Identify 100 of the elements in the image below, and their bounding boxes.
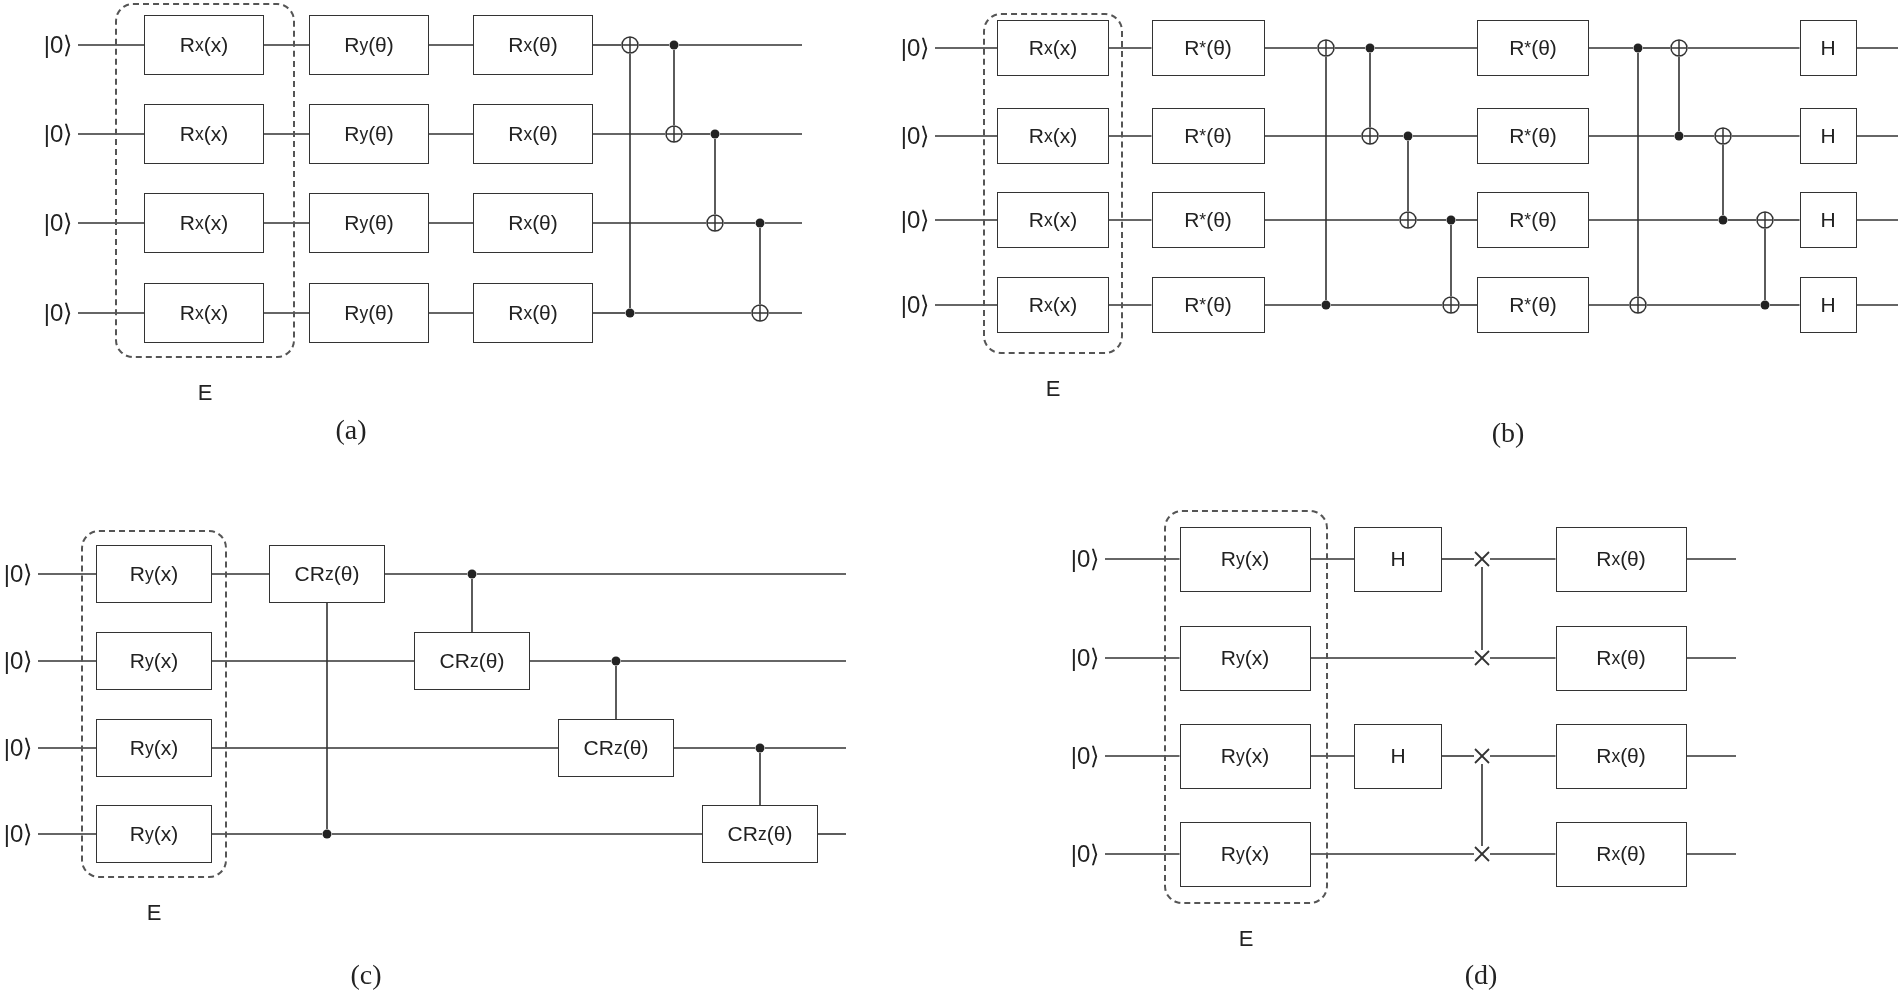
qubit-wire [37,573,97,575]
qubit-wire [77,222,145,224]
qubit-state-label: |0⟩ [1065,741,1105,771]
qubit-wire [1489,755,1557,757]
qubit-wire [817,833,847,835]
qubit-wire [1588,135,1675,137]
qubit-state-label: |0⟩ [895,290,935,320]
qubit-wire [723,222,756,224]
qubit-wire [764,747,847,749]
qubit-wire [634,312,752,314]
qubit-wire [682,133,711,135]
control-line [1481,566,1483,651]
control-line [1450,224,1452,297]
qubit-wire [1309,657,1475,659]
qubit-wire [1855,219,1899,221]
qubit-wire [934,135,998,137]
qubit-wire [1416,219,1447,221]
qubit-state-label: |0⟩ [38,119,78,149]
qubit-wire [1374,47,1478,49]
qubit-wire [1309,755,1355,757]
qubit-wire [428,312,474,314]
qubit-state-label: |0⟩ [0,646,38,676]
cnot-target-icon [1442,296,1460,314]
swap-cross-icon [1474,650,1490,666]
qubit-wire [1683,135,1715,137]
cnot-target-icon [1714,127,1732,145]
qubit-wire [719,133,803,135]
qubit-wire [1773,219,1801,221]
qubit-wire [1685,657,1737,659]
qubit-wire [1731,135,1801,137]
qubit-state-label: |0⟩ [1065,839,1105,869]
qubit-wire [1441,558,1475,560]
qubit-wire [592,222,707,224]
qubit-wire [592,312,626,314]
control-line [1678,56,1680,132]
qubit-wire [592,44,622,46]
swap-cross-icon [1474,846,1490,862]
qubit-wire [37,660,97,662]
qubit-wire [1104,657,1181,659]
qubit-wire [1108,47,1153,49]
qubit-wire [934,304,998,306]
control-line [759,752,761,806]
qubit-wire [428,133,474,135]
qubit-wire [1642,47,1671,49]
qubit-wire [1489,853,1557,855]
gate-box: H [1799,192,1857,248]
qubit-wire [211,747,559,749]
qubit-state-label: |0⟩ [1065,643,1105,673]
control-dot [755,218,765,228]
qubit-wire [934,47,998,49]
qubit-wire [678,44,803,46]
cnot-target-icon [1361,127,1379,145]
qubit-wire [768,312,803,314]
gate-box: H [1354,526,1442,592]
qubit-wire [592,133,666,135]
control-line [759,227,761,305]
control-dot [755,743,765,753]
qubit-state-label: |0⟩ [0,819,38,849]
cnot-target-icon [665,125,683,143]
qubit-wire [263,222,310,224]
qubit-state-label: |0⟩ [38,208,78,238]
qubit-wire [37,747,97,749]
control-dot [1321,300,1331,310]
control-dot [1674,131,1684,141]
control-dot [710,129,720,139]
qubit-wire [476,573,847,575]
qubit-state-label: |0⟩ [895,121,935,151]
qubit-wire [1263,47,1318,49]
qubit-wire [211,660,415,662]
control-dot [467,569,477,579]
qubit-wire [1104,853,1181,855]
gate-box: H [1354,723,1442,789]
qubit-wire [1263,135,1362,137]
qubit-wire [1855,47,1899,49]
qubit-state-label: |0⟩ [895,205,935,235]
qubit-wire [1687,47,1801,49]
qubit-state-label: |0⟩ [0,733,38,763]
qubit-wire [620,660,847,662]
cnot-target-icon [1670,39,1688,57]
qubit-wire [263,44,310,46]
control-line [1637,52,1639,297]
gate-box: H [1799,108,1857,164]
qubit-wire [331,833,703,835]
gate-box: H [1799,277,1857,333]
control-line [1764,228,1766,301]
group-label: E [146,900,162,926]
qubit-wire [1441,755,1475,757]
control-line [714,138,716,215]
control-line [673,49,675,126]
qubit-wire [1685,853,1737,855]
control-dot [1365,43,1375,53]
cnot-target-icon [1399,211,1417,229]
qubit-wire [1588,219,1719,221]
qubit-wire [529,660,612,662]
qubit-wire [1263,304,1322,306]
qubit-state-label: |0⟩ [38,30,78,60]
qubit-wire [1685,755,1737,757]
qubit-wire [428,44,474,46]
cnot-target-icon [621,36,639,54]
control-line [471,578,473,633]
